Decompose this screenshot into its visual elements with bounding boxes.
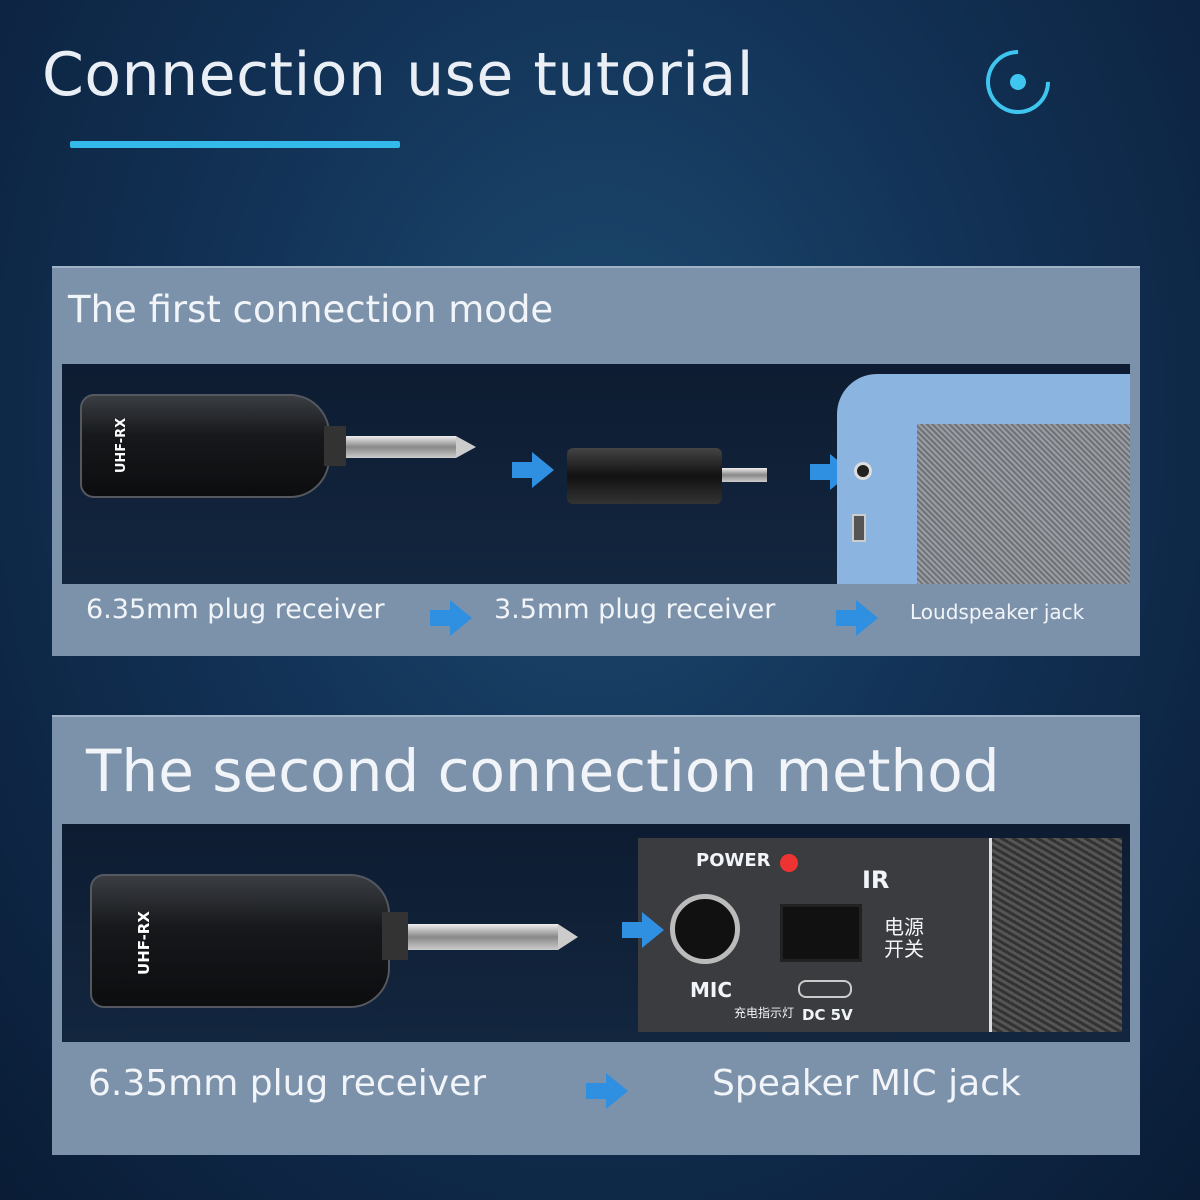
plug-collar bbox=[382, 912, 408, 960]
speaker-jack bbox=[854, 462, 872, 480]
plug-collar bbox=[324, 426, 346, 466]
power-label: POWER bbox=[696, 850, 771, 871]
panel-title: The first connection mode bbox=[68, 288, 554, 331]
receiver-device: UHF-RX bbox=[80, 394, 330, 498]
step-label: Loudspeaker jack bbox=[910, 600, 1085, 624]
arrow-icon bbox=[512, 452, 556, 488]
usb-port bbox=[798, 980, 852, 998]
power-switch[interactable] bbox=[780, 904, 862, 962]
title-underline bbox=[70, 141, 400, 148]
arrow-icon bbox=[430, 600, 474, 636]
connection-photo: UHF-RX POWER IR 电源开关 MIC 充电指示灯 DC 5V bbox=[62, 824, 1130, 1042]
step-label: Speaker MIC jack bbox=[712, 1063, 1021, 1104]
receiver-device: UHF-RX bbox=[90, 874, 390, 1008]
panel-title: The second connection method bbox=[86, 737, 1000, 805]
step-label: 6.35mm plug receiver bbox=[88, 1063, 487, 1104]
target-dot-icon bbox=[1010, 74, 1026, 90]
power-led bbox=[780, 854, 798, 872]
first-connection-panel: The first connection mode UHF-RX 6.35mm … bbox=[52, 266, 1140, 656]
speaker-panel: POWER IR 电源开关 MIC 充电指示灯 DC 5V bbox=[638, 838, 992, 1032]
second-connection-panel: The second connection method UHF-RX POWE… bbox=[52, 715, 1140, 1155]
plug-35 bbox=[722, 468, 767, 482]
adapter bbox=[567, 448, 722, 504]
arrow-icon bbox=[586, 1073, 630, 1109]
arrow-icon bbox=[836, 600, 880, 636]
fur-windscreen bbox=[992, 838, 1122, 1032]
step-label: 6.35mm plug receiver bbox=[86, 594, 385, 625]
arrow-icon bbox=[622, 912, 666, 948]
mic-jack[interactable] bbox=[670, 894, 740, 964]
plug-tip bbox=[456, 436, 476, 458]
dc-label: DC 5V bbox=[802, 1006, 853, 1024]
speaker-grille bbox=[917, 424, 1130, 584]
plug-635 bbox=[408, 924, 558, 950]
connection-photo: UHF-RX bbox=[62, 364, 1130, 584]
ir-label: IR bbox=[862, 866, 890, 894]
plug-635 bbox=[346, 436, 456, 458]
page-title: Connection use tutorial bbox=[42, 40, 754, 110]
plug-tip bbox=[558, 924, 578, 950]
switch-label: 电源开关 bbox=[884, 915, 924, 961]
step-label: 3.5mm plug receiver bbox=[494, 594, 776, 625]
usb-port bbox=[852, 514, 866, 542]
mic-label: MIC bbox=[690, 978, 733, 1002]
charge-label: 充电指示灯 bbox=[734, 1006, 795, 1020]
